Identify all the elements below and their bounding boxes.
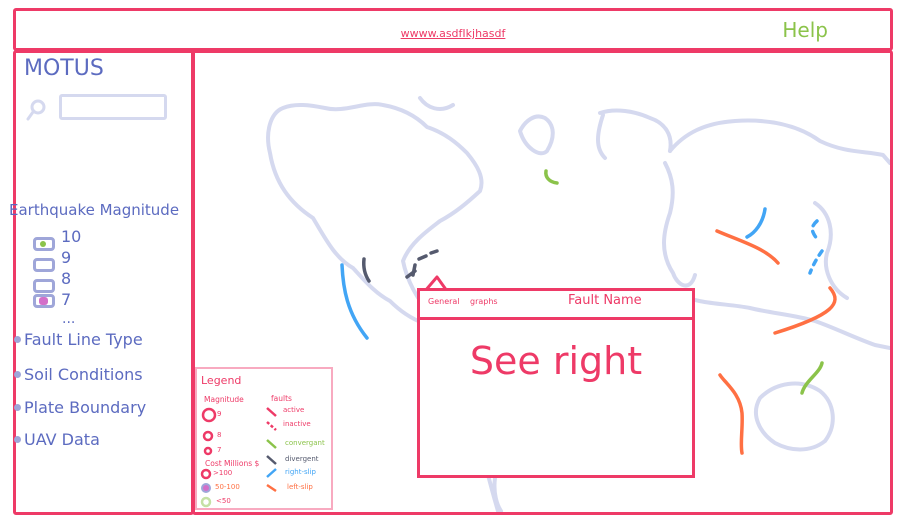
- fault-line-right-slip[interactable]: [808, 249, 824, 275]
- top-bar: wwww.asdfIkjhasdf Help: [13, 8, 893, 51]
- bullet-icon: [14, 371, 21, 378]
- fault-line-convergant[interactable]: [544, 169, 559, 185]
- cost-low-icon: [200, 496, 212, 508]
- magnitude-10-label: 10: [61, 227, 82, 246]
- bullet-icon: [14, 336, 21, 343]
- magnitude-7-label: 7: [61, 290, 72, 309]
- url-link[interactable]: wwww.asdfIkjhasdf: [400, 27, 506, 40]
- magnitude-9-checkbox[interactable]: [33, 258, 55, 272]
- popup-header: General graphs Fault Name: [420, 291, 692, 320]
- magnitude-8-icon: [202, 430, 214, 442]
- bullet-icon: [14, 404, 21, 411]
- world-map[interactable]: [195, 53, 890, 512]
- sidebar: MOTUS Earthquake Magnitude 10 9 8 7 ... …: [9, 50, 194, 515]
- magnitude-9-label: 9: [61, 248, 72, 267]
- tab-general[interactable]: General: [428, 297, 460, 306]
- legend-magnitude-7: 7: [217, 446, 222, 454]
- fault-line-divergent[interactable]: [362, 257, 371, 283]
- bullet-icon: [14, 436, 21, 443]
- fault-lines: [340, 169, 837, 455]
- menu-soil-conditions[interactable]: Soil Conditions: [14, 365, 143, 384]
- tab-graphs[interactable]: graphs: [470, 297, 498, 306]
- menu-fault-line-type[interactable]: Fault Line Type: [14, 330, 143, 349]
- app-title: MOTUS: [24, 56, 104, 81]
- fault-active-icon: [266, 407, 277, 417]
- magnitude-10-checkbox[interactable]: [33, 237, 55, 251]
- fault-line-left-slip[interactable]: [718, 373, 744, 455]
- legend-cost-mid: 50-100: [215, 483, 240, 491]
- map-panel: [192, 50, 893, 515]
- magnitude-9-icon: [201, 407, 217, 423]
- fault-divergent-icon: [266, 455, 277, 465]
- search-icon[interactable]: [24, 97, 50, 123]
- legend-fault-left-slip: left-slip: [287, 483, 313, 491]
- magnitude-7-icon: [203, 446, 213, 456]
- legend-cost-header: Cost Millions $: [205, 459, 260, 468]
- popup-body: See right: [469, 339, 643, 383]
- menu-fault-line-type-label: Fault Line Type: [24, 330, 143, 349]
- popup-pointer: [423, 275, 449, 292]
- earthquake-magnitude-label: Earthquake Magnitude: [9, 201, 180, 219]
- fault-line-right-slip[interactable]: [810, 219, 819, 241]
- popup-title: Fault Name: [568, 293, 642, 308]
- fault-right-slip-icon: [266, 468, 277, 478]
- legend-fault-active: active: [283, 406, 305, 414]
- search-input[interactable]: [59, 94, 167, 120]
- legend-magnitude-header: Magnitude: [204, 395, 244, 404]
- magnitude-8-label: 8: [61, 269, 72, 288]
- menu-soil-conditions-label: Soil Conditions: [24, 365, 143, 384]
- menu-plate-boundary[interactable]: Plate Boundary: [14, 398, 146, 417]
- menu-plate-boundary-label: Plate Boundary: [24, 398, 147, 417]
- fault-line-divergent[interactable]: [405, 249, 439, 279]
- cost-high-icon: [200, 468, 212, 480]
- fault-line-right-slip[interactable]: [745, 207, 767, 239]
- cost-mid-icon: [201, 483, 211, 493]
- legend-fault-right-slip: right-slip: [285, 468, 316, 476]
- fault-info-popup: General graphs Fault Name See right: [417, 288, 695, 478]
- magnitude-7-checkbox[interactable]: [33, 294, 55, 308]
- magnitude-8-checkbox[interactable]: [33, 279, 55, 293]
- fault-line-right-slip[interactable]: [340, 263, 369, 340]
- fault-line-left-slip[interactable]: [715, 229, 780, 265]
- legend-cost-low: <50: [216, 497, 231, 505]
- menu-uav-data[interactable]: UAV Data: [14, 430, 100, 449]
- legend-fault-divergent: divergent: [285, 455, 319, 463]
- fault-line-left-slip[interactable]: [773, 286, 837, 335]
- legend-faults-header: faults: [271, 394, 292, 403]
- legend-fault-inactive: inactive: [283, 420, 311, 428]
- fault-convergant-icon: [266, 439, 277, 449]
- magnitude-more: ...: [62, 311, 76, 327]
- legend-title: Legend: [201, 374, 242, 387]
- legend-fault-convergant: convergant: [285, 439, 325, 447]
- fault-left-slip-icon: [266, 483, 277, 493]
- legend-cost-high: >100: [213, 469, 233, 477]
- fault-inactive-icon: [266, 421, 277, 431]
- checkbox-mark: [40, 241, 46, 247]
- fault-line-convergant[interactable]: [800, 361, 824, 395]
- checkbox-mark: [39, 297, 48, 305]
- legend-magnitude-8: 8: [217, 431, 222, 439]
- menu-uav-data-label: UAV Data: [24, 430, 100, 449]
- help-link[interactable]: Help: [782, 18, 828, 42]
- legend-panel: Legend Magnitude 9 8 7 Cost Millions $ >…: [195, 367, 333, 510]
- legend-magnitude-9: 9: [217, 410, 222, 418]
